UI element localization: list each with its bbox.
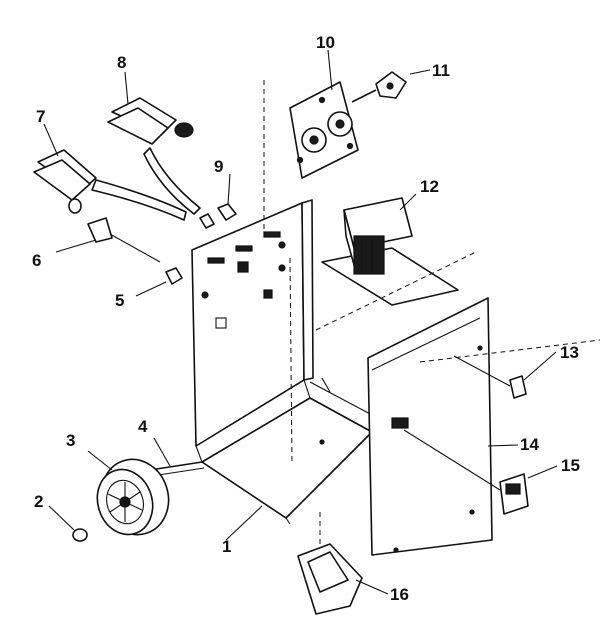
wheel bbox=[96, 458, 170, 536]
callout-12: 12 bbox=[420, 177, 439, 196]
transformer bbox=[321, 197, 459, 306]
hubcap bbox=[72, 528, 88, 542]
ac-plug bbox=[87, 217, 161, 263]
callout-15: 15 bbox=[561, 456, 580, 475]
cabinet-cover bbox=[367, 297, 493, 556]
circuit-breaker bbox=[351, 71, 407, 103]
callout-2: 2 bbox=[34, 492, 43, 511]
callout-8: 8 bbox=[117, 53, 126, 72]
callout-14: 14 bbox=[520, 435, 539, 454]
callout-9: 9 bbox=[214, 157, 223, 176]
nut-lower bbox=[165, 267, 183, 285]
callout-6: 6 bbox=[32, 251, 41, 270]
callout-13: 13 bbox=[560, 343, 579, 362]
callout-3: 3 bbox=[66, 431, 75, 450]
carry-handle bbox=[297, 512, 363, 615]
assembly-lines bbox=[263, 80, 601, 465]
timer-switch bbox=[453, 355, 527, 399]
callout-7: 7 bbox=[36, 107, 45, 126]
battery-clamp-negative bbox=[33, 149, 187, 221]
callout-16: 16 bbox=[390, 585, 409, 604]
nut-upper bbox=[199, 203, 237, 229]
callout-4: 4 bbox=[138, 417, 148, 436]
back-panel bbox=[191, 199, 314, 447]
leader-lines bbox=[43, 49, 558, 595]
callout-11: 11 bbox=[432, 61, 450, 80]
callout-5: 5 bbox=[115, 291, 124, 310]
callout-1: 1 bbox=[222, 537, 231, 556]
battery-clamp-positive bbox=[107, 97, 201, 215]
callout-10: 10 bbox=[316, 33, 335, 52]
control-knob bbox=[403, 429, 529, 515]
rectifier-plate bbox=[289, 81, 359, 179]
